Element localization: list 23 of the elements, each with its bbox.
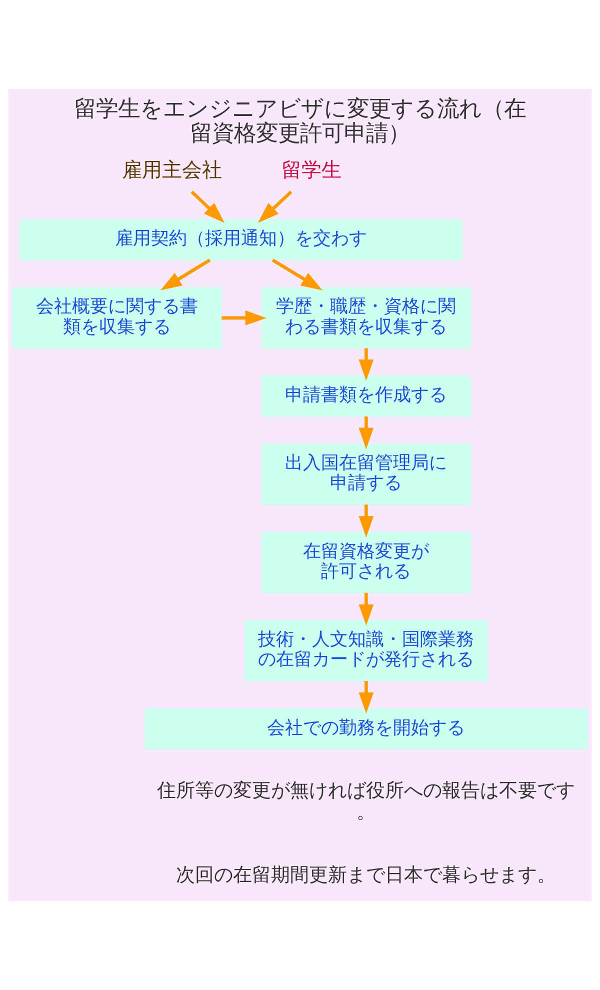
node-box: 出入国在留管理局に申請する [261,444,472,506]
arrow [258,190,292,223]
node-box: 会社概要に関する書類を収集する [12,287,222,349]
arrow [358,416,374,450]
arrow [358,348,374,381]
arrow [358,504,374,538]
node-text: 雇用主会社 [122,158,222,182]
arrow [190,190,225,223]
arrow [358,681,374,714]
arrow [222,310,267,326]
node-box: 申請書類を作成する [261,376,472,417]
arrow [272,258,322,290]
node-box: 在留資格変更が許可される [261,532,472,594]
label: 住所等の変更が無ければ役所への報告は不要です。 [157,780,576,823]
node-text: 留学生 [281,158,342,182]
node-box: 雇用契約（採用通知）を交わす [19,219,463,260]
label: 次回の在留期間更新まで日本で暮らせます。 [176,864,556,886]
diagram-title: 留学生をエンジニアビザに変更する流れ（在留資格変更許可申請） [74,96,526,146]
arrow [160,258,211,290]
node-box: 会社での勤務を開始する [144,708,588,750]
arrow [358,592,374,626]
node-box: 学歴・職歴・資格に関わる書類を収集する [261,287,472,349]
node-box: 技術・人文知識・国際業務の在留カードが発行される [244,620,488,682]
